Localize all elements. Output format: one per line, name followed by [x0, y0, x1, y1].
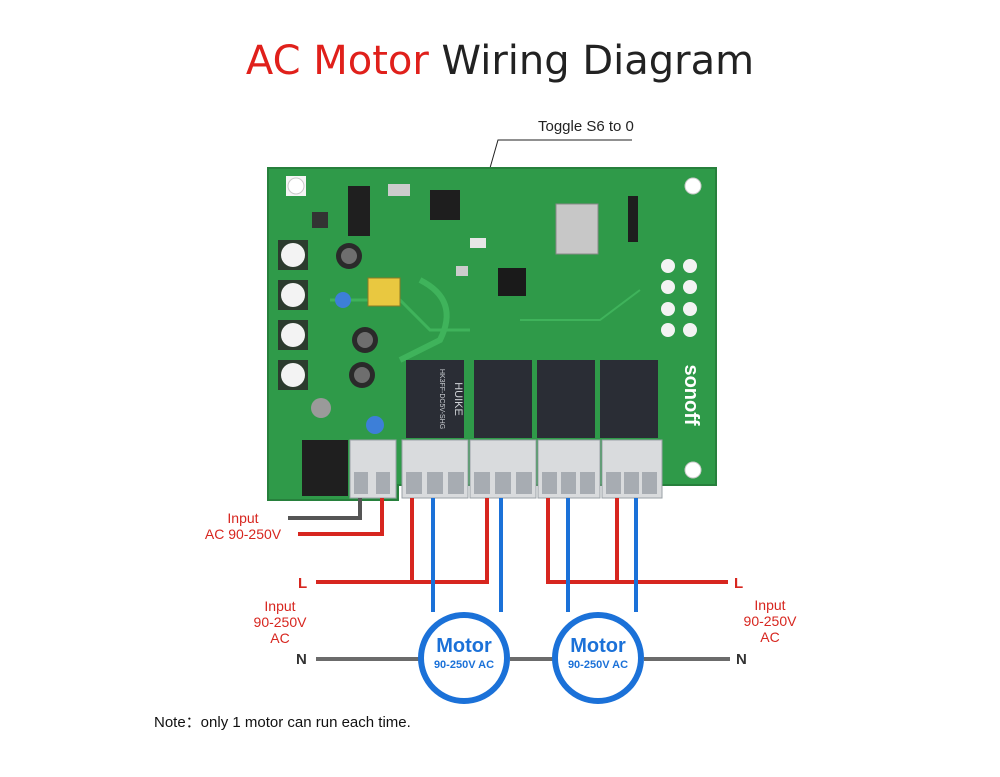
- phase-left-l: L: [298, 575, 308, 592]
- input-top-label: Input AC 90-250V: [196, 510, 290, 542]
- input-right-label: Input 90-250V AC: [730, 597, 810, 645]
- components: [311, 184, 638, 434]
- motor-2: Motor 90-250V AC: [552, 612, 644, 704]
- input-left-line1: Input: [264, 598, 296, 614]
- motor-1: Motor 90-250V AC: [418, 612, 510, 704]
- terminal-blocks: [349, 439, 663, 499]
- push-buttons: [278, 240, 308, 390]
- motor-2-name: Motor: [570, 635, 626, 657]
- input-right-line2: 90-250V: [743, 613, 797, 629]
- input-right-line1: Input: [754, 597, 786, 613]
- input-top-line2: AC 90-250V: [204, 526, 282, 542]
- dc-jack: [302, 440, 348, 496]
- status-leds: [661, 259, 697, 337]
- live-bus-right: [546, 498, 728, 584]
- input-left-label: Input 90-250V AC: [240, 598, 320, 646]
- relay-model: HK3FF-DC5V-SHG: [438, 369, 445, 429]
- motor-1-name: Motor: [436, 635, 492, 657]
- input-left-line2: 90-250V: [253, 614, 307, 630]
- callout-text: Toggle S6 to 0: [538, 118, 634, 135]
- input-live-wire: [298, 498, 384, 536]
- board-brand: sonoff: [680, 364, 702, 425]
- phase-left-n: N: [296, 651, 307, 668]
- phase-right-l: L: [734, 575, 744, 592]
- relay-brand: HUIKE: [452, 382, 464, 416]
- diagram-title: AC Motor Wiring Diagram: [0, 38, 1000, 84]
- motor-1-rating: 90-250V AC: [433, 659, 495, 671]
- input-neutral-wire: [288, 498, 362, 520]
- live-bridge-left: [412, 498, 489, 584]
- input-right-line3: AC: [760, 629, 780, 645]
- motor-2-rating: 90-250V AC: [567, 659, 629, 671]
- relays: HUIKE HK3FF-DC5V-SHG: [406, 360, 658, 438]
- phase-right-n: N: [736, 651, 747, 668]
- footnote: Note：only 1 motor can run each time.: [154, 714, 411, 731]
- title-accent: AC Motor: [245, 38, 429, 84]
- input-top-line1: Input: [227, 510, 259, 526]
- input-left-line3: AC: [270, 630, 290, 646]
- live-bus-left: [316, 498, 414, 584]
- title-rest: Wiring Diagram: [428, 38, 755, 84]
